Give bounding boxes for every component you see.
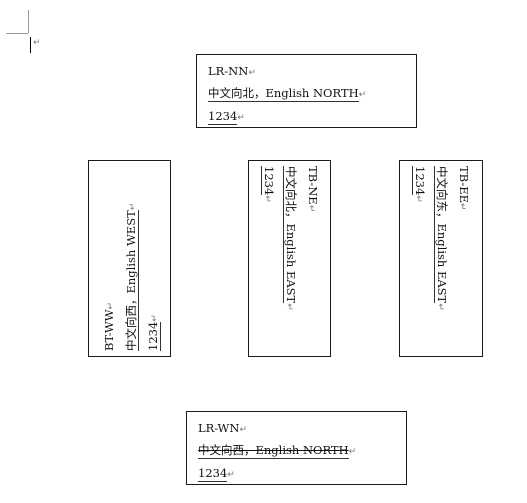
text-box-middle-line-1: TB-NE↵: [306, 166, 320, 213]
text-box-left-line-1: BT-WW↵: [102, 301, 116, 351]
text-box-left-line-2: 中文向西，English WEST↵: [124, 202, 139, 351]
text-box-right-line-1: TB-EE↵: [457, 166, 471, 211]
page-margin-corner-horizontal: [6, 33, 28, 34]
text-box-top-line-2: 中文向北，English NORTH↵: [208, 86, 367, 102]
text-box-bottom[interactable]: LR-WN↵ 中文向西，English NORTH↵ 1234↵: [186, 411, 407, 485]
text-box-middle-line-2: 中文向北，English EAST↵: [283, 166, 298, 311]
text-cursor: [30, 37, 31, 53]
text-box-left-line-3: 1234↵: [146, 314, 161, 351]
page-margin-corner-vertical: [28, 10, 29, 33]
text-box-top[interactable]: LR-NN↵ 中文向北，English NORTH↵ 1234↵: [196, 54, 417, 128]
text-box-right[interactable]: TB-EE↵ 中文向东，English EAST↵ 1234↵: [399, 160, 483, 357]
text-box-top-line-1: LR-NN↵: [208, 64, 256, 78]
paragraph-mark: ↵: [33, 38, 41, 48]
text-box-bottom-line-2: 中文向西，English NORTH↵: [198, 443, 357, 459]
text-box-bottom-line-1: LR-WN↵: [198, 421, 247, 435]
text-box-middle[interactable]: TB-NE↵ 中文向北，English EAST↵ 1234↵: [248, 160, 331, 357]
text-box-bottom-line-3: 1234↵: [198, 466, 235, 482]
text-box-left[interactable]: BT-WW↵ 中文向西，English WEST↵ 1234↵: [88, 160, 171, 357]
text-box-middle-line-3: 1234↵: [261, 166, 276, 203]
text-box-top-line-3: 1234↵: [208, 109, 245, 125]
text-box-right-line-3: 1234↵: [412, 166, 427, 203]
text-box-right-line-2: 中文向东，English EAST↵: [434, 166, 449, 311]
